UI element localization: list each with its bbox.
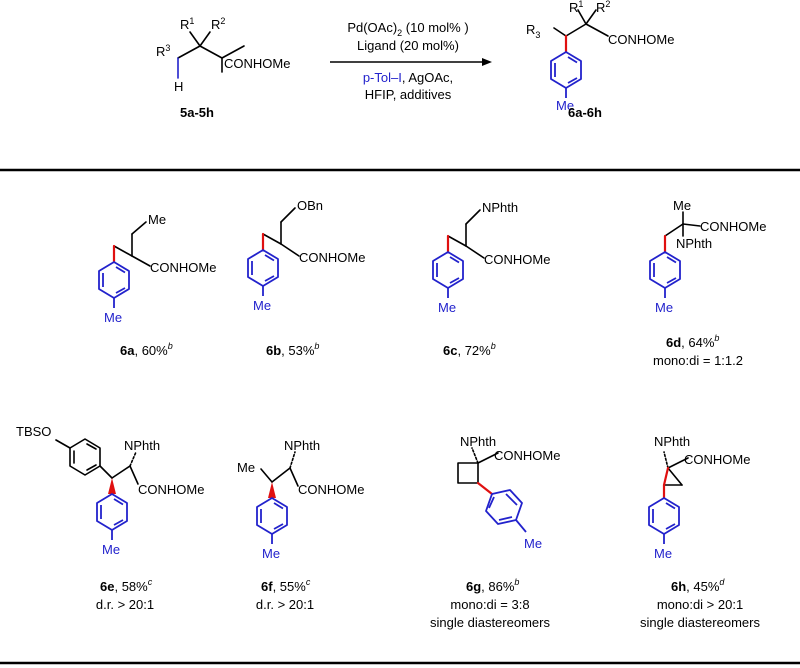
caption-6c: 6c, 72%b — [443, 341, 496, 358]
extra-6g-1: single diastereomers — [430, 615, 550, 630]
group-6d-3: Me — [655, 300, 673, 315]
substrate-label: 5a-5h — [180, 105, 214, 120]
product-me: Me — [556, 98, 574, 113]
group-6h-1: CONHOMe — [684, 452, 750, 467]
reaction-arrow — [330, 58, 492, 66]
group-6g-2: Me — [524, 536, 542, 551]
group-6a-0: Me — [148, 212, 166, 227]
group-6g-1: CONHOMe — [494, 448, 560, 463]
product-r2: R2 — [596, 0, 610, 15]
caption-6g: 6g, 86%b — [466, 577, 519, 594]
caption-6b: 6b, 53%b — [266, 341, 319, 358]
substrate-r2: R2 — [211, 16, 225, 32]
ligand: Ligand (20 mol%) — [357, 38, 459, 53]
group-6e-1: NPhth — [124, 438, 160, 453]
group-6f-0: Me — [237, 460, 255, 475]
caption-6a: 6a, 60%b — [120, 341, 173, 358]
compound-6f: Me NPhth CONHOMe Me — [237, 438, 364, 561]
group-6e-3: Me — [102, 542, 120, 557]
group-6d-0: Me — [673, 198, 691, 213]
compound-6g: NPhth CONHOMe Me — [457, 434, 560, 551]
product-r1: R1 — [569, 0, 583, 15]
extra-6h-1: single diastereomers — [640, 615, 760, 630]
group-6f-2: CONHOMe — [298, 482, 364, 497]
compound-6e: TBSO NPhth CONHOMe Me — [16, 424, 204, 557]
compound-6c: NPhth CONHOMe Me — [432, 200, 550, 315]
substrate-amide: CONHOMe — [224, 56, 290, 71]
extra-6h-0: mono:di > 20:1 — [657, 597, 743, 612]
group-6c-2: Me — [438, 300, 456, 315]
product-structure: R3 R1 R2 CONHOMe Me — [526, 0, 674, 113]
aryl-6g — [485, 489, 527, 533]
caption-6d: 6d, 64%b — [666, 333, 719, 350]
extra-6e-0: d.r. > 20:1 — [96, 597, 154, 612]
group-6e-0: TBSO — [16, 424, 51, 439]
substrate-r1: R1 — [180, 16, 194, 32]
group-6f-3: Me — [262, 546, 280, 561]
substrate-r3: R3 — [156, 43, 170, 59]
compound-6h: NPhth CONHOMe Me — [648, 434, 750, 561]
caption-6f: 6f, 55%c — [261, 577, 311, 594]
compound-6d: Me CONHOMe NPhth Me — [649, 198, 766, 315]
group-6f-1: NPhth — [284, 438, 320, 453]
group-6b-1: CONHOMe — [299, 250, 365, 265]
group-6a-2: Me — [104, 310, 122, 325]
compound-6b: OBn CONHOMe Me — [247, 198, 365, 313]
group-6h-0: NPhth — [654, 434, 690, 449]
substrate-h: H — [174, 79, 183, 94]
group-6e-2: CONHOMe — [138, 482, 204, 497]
product-amide: CONHOMe — [608, 32, 674, 47]
group-6b-0: OBn — [297, 198, 323, 213]
group-6h-2: Me — [654, 546, 672, 561]
product-label: 6a-6h — [568, 105, 602, 120]
group-6d-1: CONHOMe — [700, 219, 766, 234]
group-6d-2: NPhth — [676, 236, 712, 251]
reagent: p-Tol–I, AgOAc, — [363, 70, 453, 85]
group-6b-2: Me — [253, 298, 271, 313]
solvent: HFIP, additives — [365, 87, 452, 102]
caption-6e: 6e, 58%c — [100, 577, 153, 594]
group-6c-0: NPhth — [482, 200, 518, 215]
group-6a-1: CONHOMe — [150, 260, 216, 275]
substrate-structure: R3 R1 R2 H CONHOMe — [156, 16, 290, 94]
extra-6d-0: mono:di = 1:1.2 — [653, 353, 743, 368]
reaction-conditions: Pd(OAc)2 (10 mol% ) Ligand (20 mol%) p-T… — [347, 20, 468, 102]
group-6c-1: CONHOMe — [484, 252, 550, 267]
catalyst: Pd(OAc)2 (10 mol% ) — [347, 20, 468, 38]
product-r3: R3 — [526, 22, 540, 40]
compound-6a: Me CONHOMe Me — [98, 212, 216, 325]
group-6g-0: NPhth — [460, 434, 496, 449]
extra-6f-0: d.r. > 20:1 — [256, 597, 314, 612]
extra-6g-0: mono:di = 3:8 — [450, 597, 529, 612]
caption-6h: 6h, 45%d — [671, 577, 725, 594]
